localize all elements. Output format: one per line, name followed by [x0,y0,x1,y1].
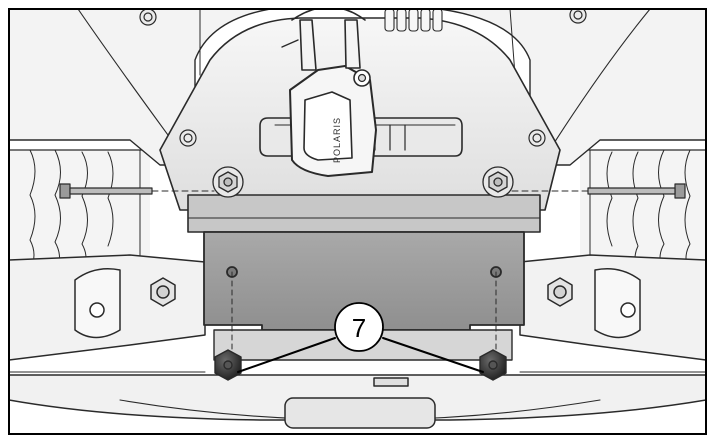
right-cv-boot [579,149,706,273]
lower-left-bolt [214,271,242,381]
right-control-arm [519,254,706,373]
upper-right-bolt [482,166,514,198]
left-control-arm [9,254,206,373]
mounting-flange [187,194,541,233]
left-cv-boot [9,149,151,273]
hook-brand-label: POLARIS [332,117,342,163]
left-through-bolt [59,183,215,199]
tow-hook [281,9,377,177]
callout-7 [334,302,384,352]
callout-leaders [237,337,484,373]
screw-mid-right [528,129,546,147]
screw-mid-left [179,129,197,147]
lower-frame [9,374,706,429]
right-through-bolt [511,183,686,199]
screw-top-right [569,9,587,24]
callout-number: 7 [352,313,366,343]
image-border [8,8,707,435]
screw-top-left [139,9,157,26]
upper-left-bolt [212,166,244,198]
lower-right-bolt [479,271,507,381]
upper-bumper-body [9,9,706,166]
